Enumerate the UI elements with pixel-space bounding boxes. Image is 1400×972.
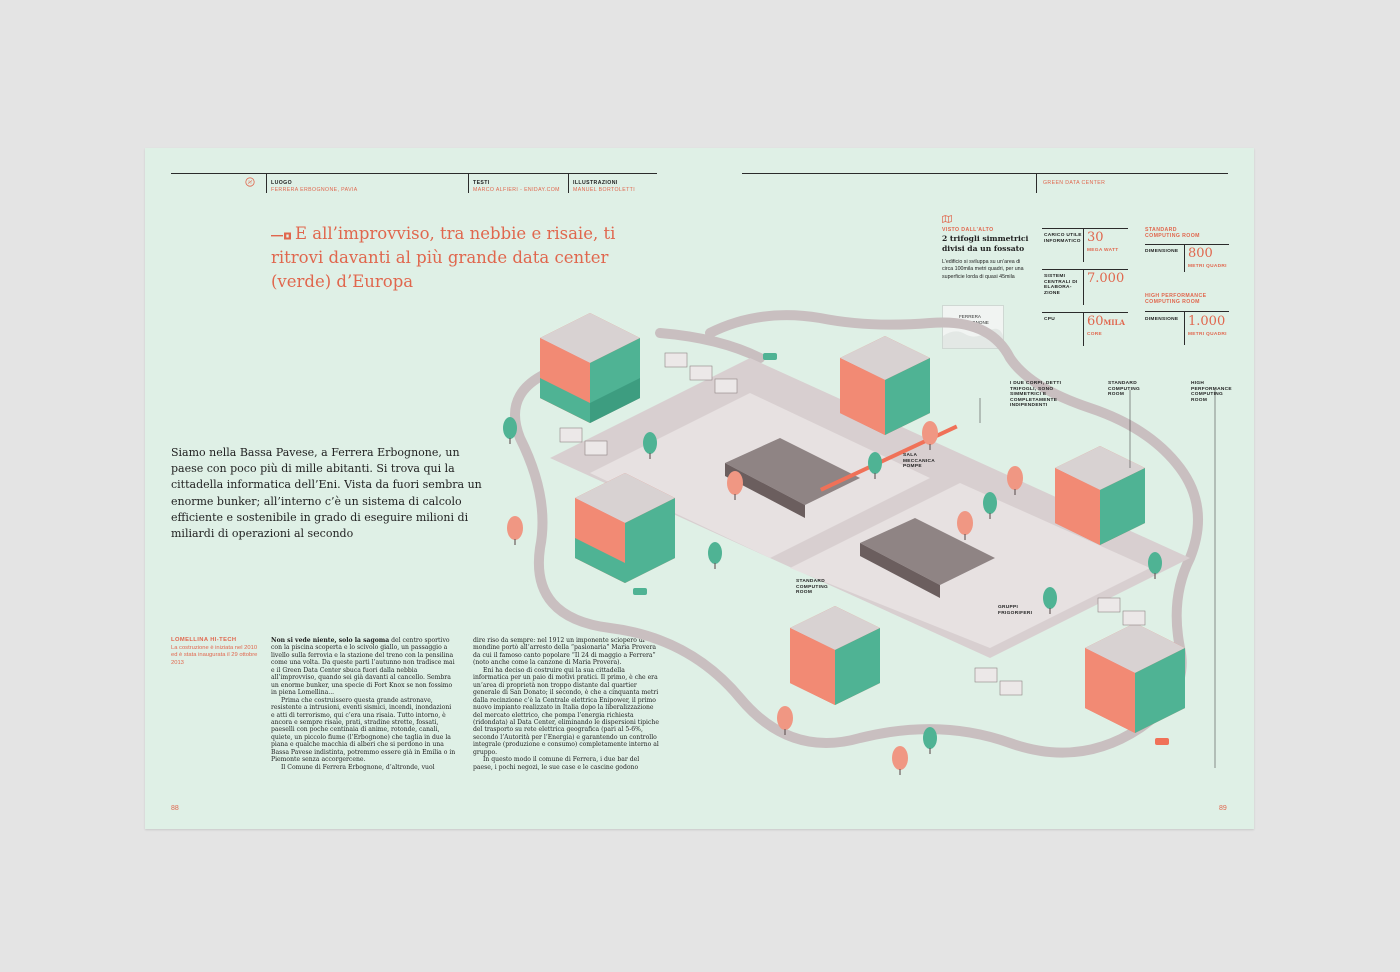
headline-marker-icon [271, 232, 291, 240]
header-rule-left [171, 173, 657, 174]
room-label-high: DIMENSIONE [1145, 317, 1179, 322]
page-number-left: 88 [171, 805, 179, 812]
section-title: GREEN DATA CENTER [1043, 180, 1106, 186]
illustrazioni-value: MANUEL BORTOLETTI [573, 187, 636, 193]
callout-standard-bottom: STANDARD COMPUTING ROOM [796, 579, 829, 596]
luogo-label: LUOGO [271, 180, 293, 186]
stat-label-carico: CARICO UTILE INFORMATICO [1044, 233, 1082, 244]
magazine-spread: LUOGO FERRERA ERBOGNONE, PAVIA TESTI MAR… [145, 148, 1254, 829]
headline: E all’improvviso, tra nebbie e risaie, t… [271, 224, 616, 291]
callout-sala: SALA MECCANICA POMPE [903, 453, 935, 470]
header-rule-right [742, 173, 1228, 174]
room-title-high: HIGH PERFORMANCE COMPUTING ROOM [1145, 293, 1207, 305]
infobox-title: 2 trifogli simmetrici divisi da un fossa… [942, 234, 1029, 253]
stat-label-sistemi: SISTEMI CENTRALI DI ELABORA-ZIONE [1044, 274, 1078, 296]
intro-paragraph: Siamo nella Bassa Pavese, a Ferrera Erbo… [171, 446, 482, 541]
callout-high-top: HIGH PERFORMANCE COMPUTING ROOM [1191, 381, 1232, 403]
lead-in: Non si vede niente, solo la sagoma [271, 637, 390, 644]
page-number-right: 89 [1219, 805, 1227, 812]
testi-value: MARCO ALFIERI - ENIDAY.COM [473, 187, 560, 193]
body-column-1: Non si vede niente, solo la sagoma del c… [271, 637, 456, 771]
stat-value-carico: 30 [1087, 230, 1104, 245]
room-label-standard: DIMENSIONE [1145, 249, 1179, 254]
illustrazioni-label: ILLUSTRAZIONI [573, 180, 618, 186]
sidebar-note: LOMELLINA HI-TECH La costruzione è inizi… [171, 637, 259, 667]
room-value-standard: 800 [1188, 246, 1213, 261]
datacenter-illustration [503, 310, 1216, 775]
sidebar-text: La costruzione è iniziata nel 2010 ed è … [171, 644, 258, 666]
callout-gruppi: GRUPPI FRIGORIFERI [998, 605, 1033, 616]
stat-value-sistemi: 7.000 [1087, 271, 1125, 286]
stat-unit-carico: MEGA WATT [1087, 248, 1119, 253]
room-title-standard: STANDARD COMPUTING ROOM [1145, 227, 1200, 239]
infobox-text: L’edificio si sviluppa su un’area di cir… [942, 259, 1024, 280]
room-unit-standard: METRI QUADRI [1188, 264, 1227, 269]
room-unit-high: METRI QUADRI [1188, 332, 1227, 337]
stat-value-cpu: 60MILA [1087, 314, 1125, 329]
sidebar-title: LOMELLINA HI-TECH [171, 637, 237, 643]
callout-corpi: I DUE CORPI, DETTI TRIFOGLI, SONO SIMMET… [1010, 381, 1062, 409]
infobox-kicker: VISTO DALL’ALTO [942, 227, 994, 233]
body-column-2: dire riso da sempre: nel 1912 un imponen… [473, 637, 659, 771]
testi-label: TESTI [473, 180, 490, 186]
map-icon [942, 215, 952, 223]
stat-unit-cpu: CORE [1087, 332, 1103, 337]
callout-standard-top: STANDARD COMPUTING ROOM [1108, 381, 1141, 398]
section-logo-icon [245, 177, 255, 187]
room-value-high: 1.000 [1188, 314, 1226, 329]
luogo-value: FERRERA ERBOGNONE, PAVIA [271, 187, 358, 193]
stat-label-cpu: CPU [1044, 317, 1056, 322]
